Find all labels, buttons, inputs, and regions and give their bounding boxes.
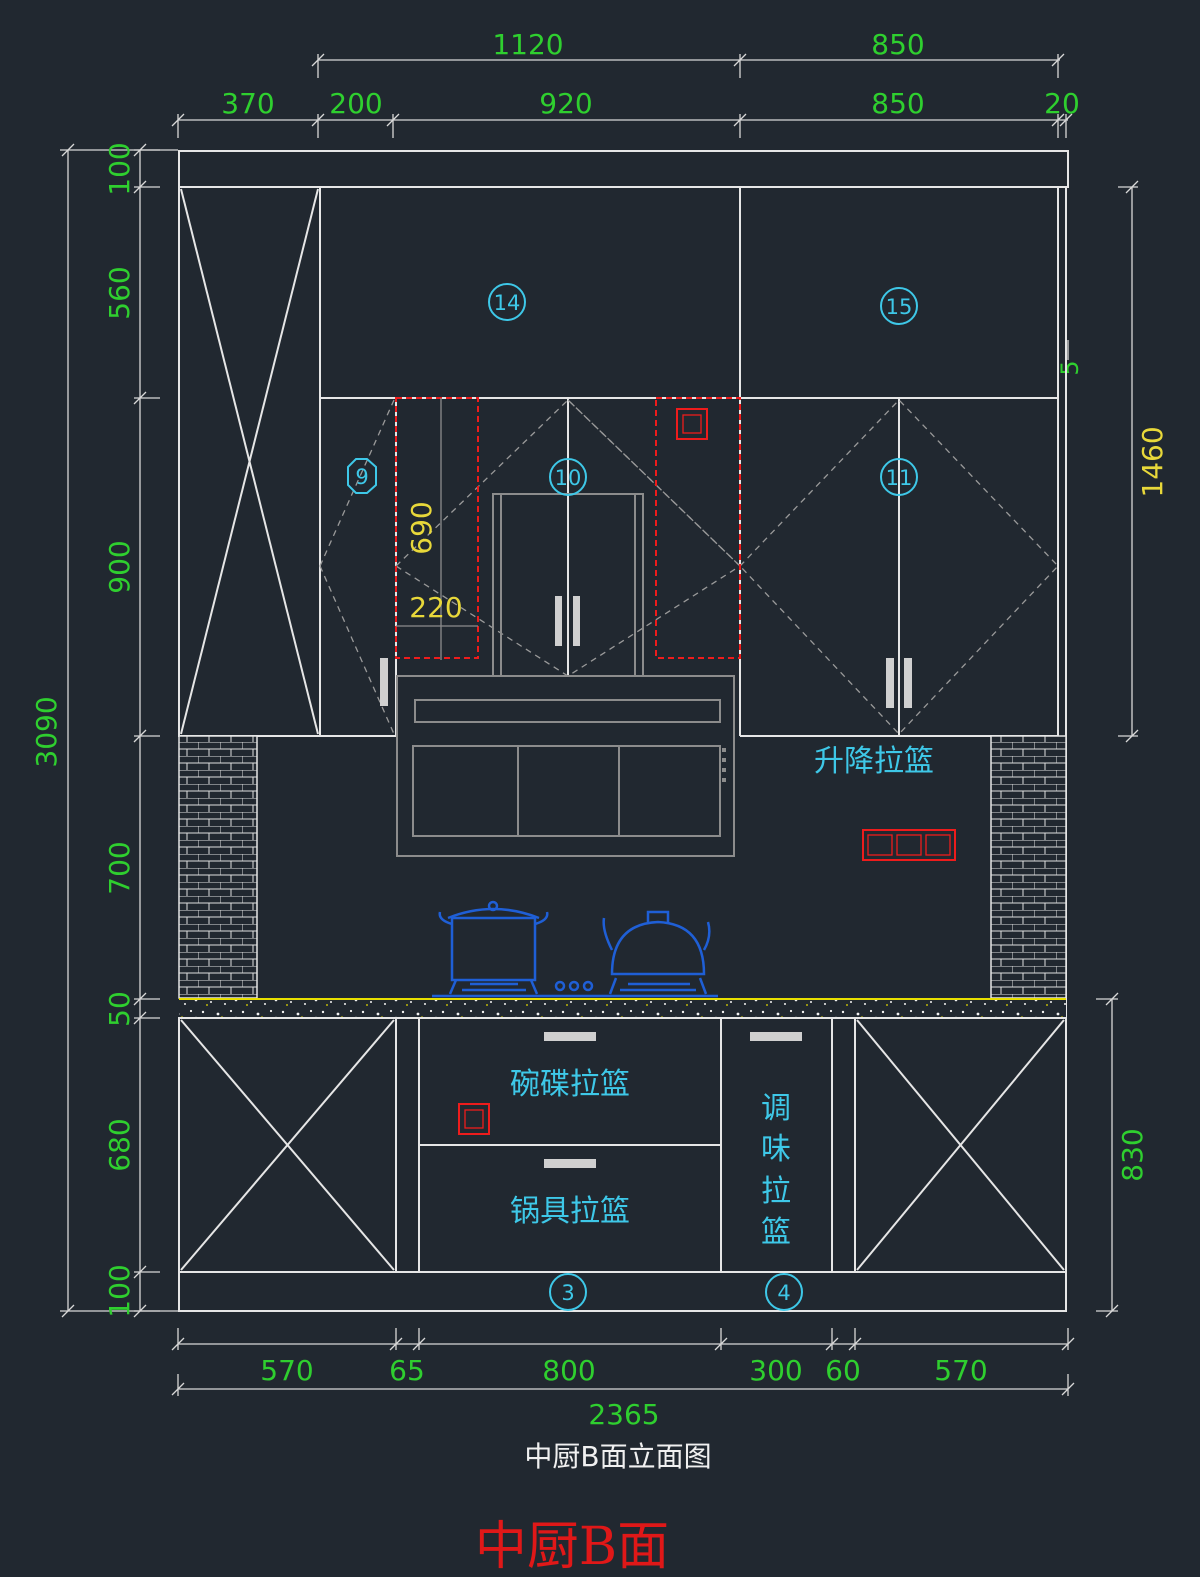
right-dimensions: 1460 830 5 xyxy=(1056,180,1169,1318)
svg-text:9: 9 xyxy=(355,465,368,489)
top-dimensions: 1120 850 370 200 920 850 20 xyxy=(171,28,1080,138)
drawing-caption: 中厨B面立面图 xyxy=(524,1440,711,1473)
dim-bottom-0: 570 xyxy=(260,1354,313,1387)
upper-cabinets xyxy=(178,150,1069,1311)
dim-left-4: 50 xyxy=(103,991,136,1027)
dim-right-0: 1460 xyxy=(1136,426,1169,497)
label-seasoning-basket-char-2: 拉 xyxy=(761,1174,791,1209)
drawing-title: 中厨B面 xyxy=(475,1517,669,1577)
tag-11: 11 xyxy=(880,458,918,496)
stove-with-pots xyxy=(432,900,718,998)
svg-text:15: 15 xyxy=(886,295,913,319)
range-hood xyxy=(396,675,735,857)
dim-right-2: 5 xyxy=(1056,360,1084,375)
svg-text:4: 4 xyxy=(777,1281,790,1305)
dim-bottom-4: 60 xyxy=(825,1354,861,1387)
dim-hood-height: 690 xyxy=(405,501,438,554)
dim-top1-0: 1120 xyxy=(492,28,563,61)
brick-backsplash xyxy=(178,735,1067,999)
dim-top1-1: 850 xyxy=(871,28,924,61)
dim-left-0: 100 xyxy=(103,142,136,195)
base-cabinets xyxy=(178,1017,1067,1312)
dim-hood-width: 220 xyxy=(409,591,462,624)
hood-duct-marks: 690 220 xyxy=(395,397,741,660)
tag-9: 9 xyxy=(347,458,377,494)
dim-left-3: 700 xyxy=(103,841,136,894)
dim-left-5: 680 xyxy=(103,1118,136,1171)
dim-top2-0: 370 xyxy=(221,87,274,120)
label-dish-basket: 碗碟拉篮 xyxy=(510,1067,630,1102)
dim-top2-4: 20 xyxy=(1044,87,1080,120)
dim-left-6: 100 xyxy=(103,1264,136,1317)
bottom-dimensions: 570 65 800 300 60 570 2365 xyxy=(171,1328,1075,1431)
socket-triple-backsplash xyxy=(862,829,956,861)
tag-15: 15 xyxy=(880,287,918,325)
label-lift-basket: 升降拉篮 xyxy=(814,744,934,779)
svg-text:10: 10 xyxy=(555,466,582,490)
dim-bottom-2: 800 xyxy=(542,1354,595,1387)
tag-3: 3 xyxy=(549,1273,587,1311)
tag-14: 14 xyxy=(488,283,526,321)
sockets xyxy=(458,408,956,1135)
dim-overall-height: 3090 xyxy=(30,696,63,767)
dim-left-2: 900 xyxy=(103,540,136,593)
dim-bottom-1: 65 xyxy=(389,1354,425,1387)
dim-left-1: 560 xyxy=(103,266,136,319)
countertop xyxy=(179,998,1066,1019)
label-seasoning-basket-char-0: 调 xyxy=(761,1091,791,1126)
label-seasoning-basket-char-3: 篮 xyxy=(761,1215,791,1250)
socket-base-cabinet xyxy=(458,1103,490,1135)
left-dimensions: 3090 100 560 900 700 50 680 100 xyxy=(30,142,178,1318)
dim-top2-2: 920 xyxy=(539,87,592,120)
label-pot-basket: 锅具拉篮 xyxy=(510,1194,630,1229)
svg-text:3: 3 xyxy=(561,1281,574,1305)
tag-4: 4 xyxy=(765,1273,803,1311)
tag-10: 10 xyxy=(549,458,587,496)
label-seasoning-basket-char-1: 味 xyxy=(761,1132,791,1167)
dim-bottom-5: 570 xyxy=(934,1354,987,1387)
dim-bottom-3: 300 xyxy=(749,1354,802,1387)
svg-text:11: 11 xyxy=(886,466,913,490)
dim-total-width: 2365 xyxy=(588,1398,659,1431)
socket-upper-cabinet xyxy=(676,408,708,440)
dim-top2-1: 200 xyxy=(329,87,382,120)
dim-top2-3: 850 xyxy=(871,87,924,120)
dim-right-1: 830 xyxy=(1116,1128,1149,1181)
svg-text:14: 14 xyxy=(494,291,521,315)
